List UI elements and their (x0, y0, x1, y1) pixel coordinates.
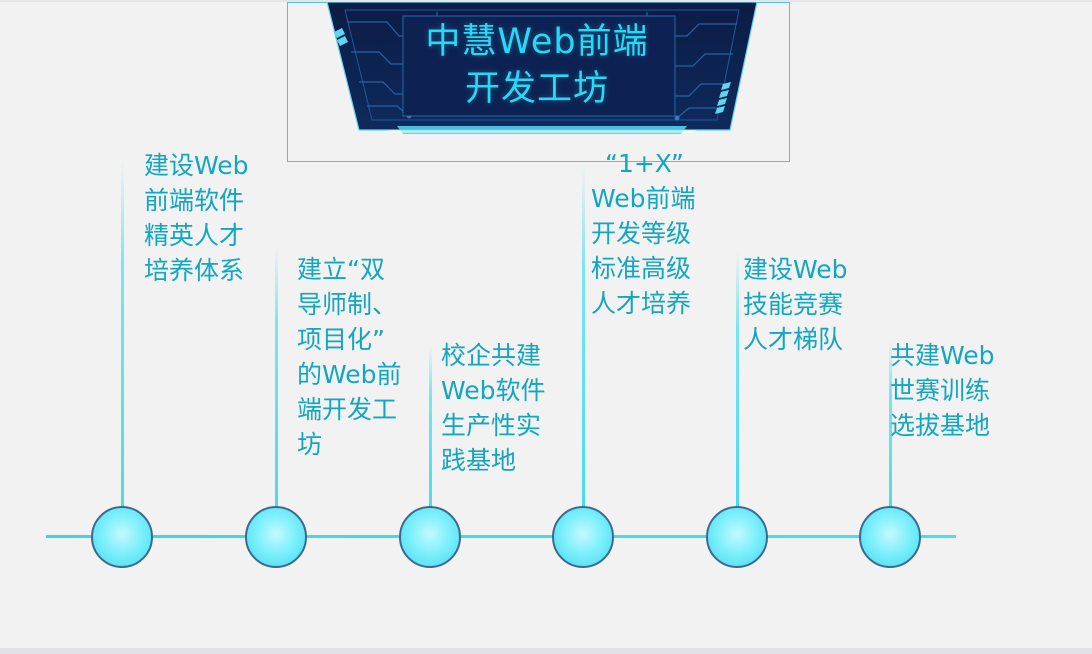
milestone-label-2: 建立“双 导师制、 项目化” 的Web前 端开发工 坊 (297, 252, 402, 462)
milestone-label-4: “1+X” Web前端 开发等级 标准高级 人才培养 (591, 146, 696, 321)
milestone-label-2-line-5: 端开发工 (297, 395, 398, 424)
milestone-node-2 (245, 506, 307, 568)
milestone-node-4 (552, 506, 614, 568)
milestone-stem-2 (275, 245, 278, 510)
milestone-node-1 (91, 506, 153, 568)
milestone-stem-6 (889, 340, 892, 510)
milestone-label-6: 共建Web 世赛训练 选拔基地 (890, 338, 995, 443)
milestone-label-4-line-1: “1+X” (605, 149, 684, 178)
timeline-axis (46, 535, 956, 538)
milestone-label-1: 建设Web 前端软件 精英人才 培养体系 (144, 148, 249, 288)
milestone-label-1-line-4: 培养体系 (144, 256, 245, 285)
milestone-label-1-line-1: 建设Web (144, 151, 249, 180)
milestone-label-4-line-5: 人才培养 (591, 289, 692, 318)
bottom-edge (0, 648, 1092, 654)
milestone-label-2-line-4: 的Web前 (297, 360, 402, 389)
milestone-stem-5 (736, 250, 739, 510)
milestone-label-2-line-2: 导师制、 (297, 290, 398, 319)
milestone-stem-3 (429, 345, 432, 510)
milestone-stem-1 (121, 160, 124, 510)
milestone-label-1-line-3: 精英人才 (144, 221, 245, 250)
title-line-2: 开发工坊 (464, 69, 609, 109)
milestone-label-3-line-1: 校企共建 (441, 341, 542, 370)
milestone-node-3 (399, 506, 461, 568)
milestone-label-2-line-1: 建立“双 (297, 255, 385, 284)
milestone-label-6-line-1: 共建Web (890, 341, 995, 370)
milestone-label-4-line-4: 标准高级 (591, 254, 692, 283)
milestone-label-3-line-4: 践基地 (441, 446, 517, 475)
milestone-label-6-line-3: 选拔基地 (890, 411, 991, 440)
milestone-label-2-line-3: 项目化” (297, 325, 385, 354)
milestone-node-6 (859, 506, 921, 568)
milestone-label-3-line-2: Web软件 (441, 376, 546, 405)
circuit-banner (326, 2, 758, 134)
milestone-label-5: 建设Web 技能竞赛 人才梯队 (743, 252, 848, 357)
milestone-label-6-line-2: 世赛训练 (890, 376, 991, 405)
milestone-label-1-line-2: 前端软件 (144, 186, 245, 215)
title-line-1: 中慧Web前端 (425, 22, 649, 62)
milestone-node-5 (706, 506, 768, 568)
milestone-label-3: 校企共建 Web软件 生产性实 践基地 (441, 338, 546, 478)
milestone-label-4-line-2: Web前端 (591, 184, 696, 213)
milestone-stem-4 (582, 165, 585, 510)
milestone-label-5-line-3: 人才梯队 (743, 325, 844, 354)
milestone-label-4-line-3: 开发等级 (591, 219, 692, 248)
top-edge (0, 0, 1092, 2)
milestone-label-2-line-6: 坊 (297, 430, 323, 459)
milestone-label-5-line-1: 建设Web (743, 255, 848, 284)
milestone-label-5-line-2: 技能竞赛 (743, 290, 844, 319)
milestone-label-3-line-3: 生产性实 (441, 411, 542, 440)
